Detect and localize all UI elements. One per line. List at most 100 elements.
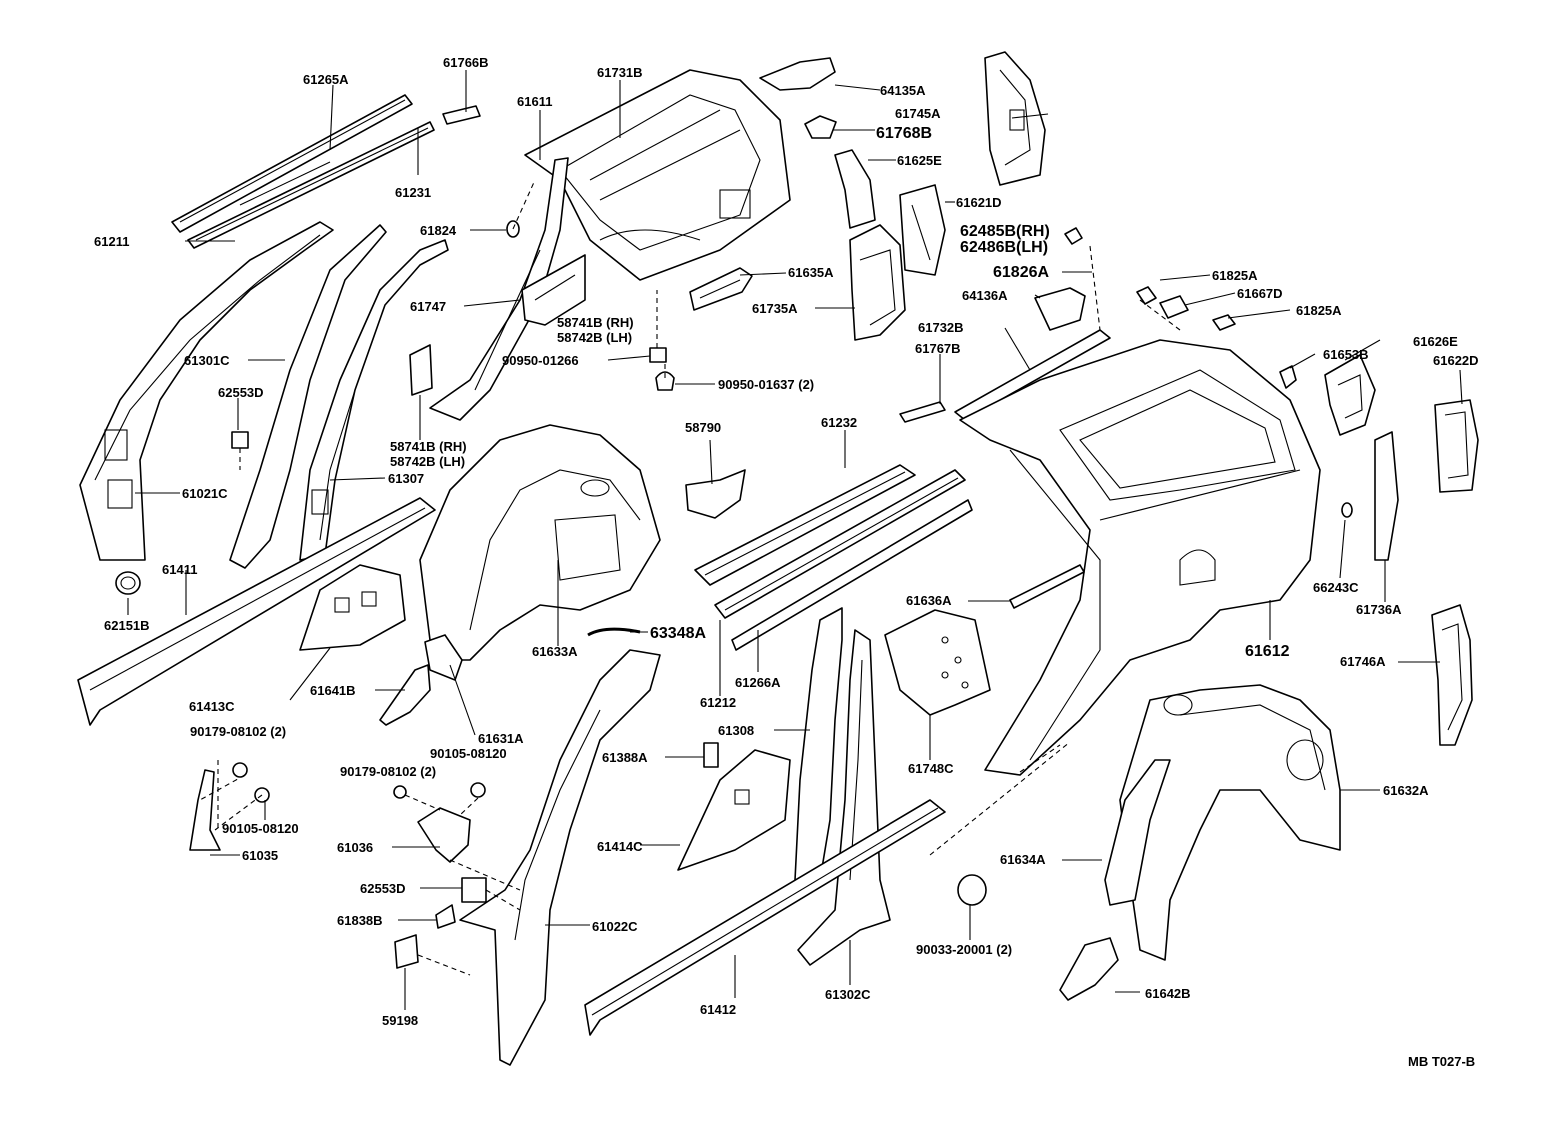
label-61747: 61747: [410, 299, 446, 314]
label-61766b: 61766B: [443, 55, 489, 70]
label-59198: 59198: [382, 1013, 418, 1028]
part-61667d-block: [1159, 295, 1189, 319]
part-labels: 61265A 61766B 61731B 61611 64135A 61745A…: [94, 55, 1479, 1069]
part-61735a-quarter-panel-extension: [849, 224, 906, 341]
part-64136a-bracket: [1034, 287, 1086, 331]
part-61632a-wheelhouse-outer: [1119, 684, 1341, 961]
part-66243c-plug: [1341, 502, 1353, 518]
label-62553d-2: 62553D: [360, 881, 406, 896]
label-61731b: 61731B: [597, 65, 643, 80]
label-63348a: 63348A: [650, 625, 706, 642]
label-61768b: 61768B: [876, 125, 932, 142]
part-61302c-center-pillar-outer: [797, 629, 891, 966]
label-62151b: 62151B: [104, 618, 150, 633]
label-61732b: 61732B: [918, 320, 964, 335]
part-61747-panel: [521, 254, 586, 326]
label-61824: 61824: [420, 223, 457, 238]
part-62553d-block-upper: [231, 431, 249, 449]
label-61211: 61211: [94, 234, 129, 249]
label-61022c: 61022C: [592, 919, 638, 934]
label-62486b: 62486B(LH): [960, 239, 1048, 256]
part-62151b-plug: [115, 571, 141, 595]
part-61745a-quarter-pillar: [984, 51, 1046, 186]
label-62485b: 62485B(RH): [960, 223, 1050, 240]
part-61232-rail: [694, 464, 916, 586]
label-61633a: 61633A: [532, 644, 578, 659]
leader-lines: [127, 70, 1463, 1010]
label-61021c: 61021C: [182, 486, 228, 501]
label-61411: 61411: [162, 562, 197, 577]
part-61635a-extension: [689, 267, 753, 311]
part-61736a-panel: [1374, 431, 1399, 561]
part-61825a-pad-2: [1212, 314, 1236, 331]
label-61735a: 61735A: [752, 301, 798, 316]
part-61266a-rail: [731, 499, 973, 651]
part-90105-08120-bolt-b: [470, 782, 486, 798]
label-61625e: 61625E: [897, 153, 942, 168]
part-62553d-block-lower: [461, 877, 487, 903]
label-61036: 61036: [337, 840, 373, 855]
label-61825a-2: 61825A: [1296, 303, 1342, 318]
label-61767b: 61767B: [915, 341, 961, 356]
label-90105-08120-b: 90105-08120: [222, 821, 299, 836]
part-61625e-panel: [834, 149, 876, 229]
part-61301c-front-pillar: [79, 221, 334, 561]
label-61825a-1: 61825A: [1212, 268, 1258, 283]
part-58741b-trim: [409, 344, 433, 396]
part-61412-rocker-outer: [584, 799, 946, 1036]
label-58741b-top: 58741B (RH): [557, 315, 634, 330]
part-61634a-wheelhouse-inner: [1104, 759, 1171, 906]
assembly-dashed-lines: [199, 179, 1181, 976]
part-64135a-bracket: [759, 57, 836, 91]
label-61626e: 61626E: [1413, 334, 1458, 349]
label-61413c: 61413C: [189, 699, 235, 714]
part-61411-rocker-panel: [77, 497, 436, 726]
label-61636a: 61636A: [906, 593, 952, 608]
label-58742b-mid: 58742B (LH): [390, 454, 465, 469]
part-61748c-bracket: [884, 609, 991, 716]
label-90179-08102-a: 90179-08102 (2): [190, 724, 286, 739]
label-61301c: 61301C: [184, 353, 230, 368]
label-64136a: 64136A: [962, 288, 1008, 303]
label-61826a: 61826A: [993, 264, 1049, 281]
label-90950-01266: 90950-01266: [502, 353, 579, 368]
part-61413c-panel: [299, 564, 406, 651]
label-90105-08120-a: 90105-08120: [430, 746, 507, 761]
part-61825a-pad-1: [1136, 286, 1157, 305]
label-61622d: 61622D: [1433, 353, 1479, 368]
label-61838b: 61838B: [337, 913, 383, 928]
label-61414c: 61414C: [597, 839, 643, 854]
label-58790: 58790: [685, 420, 721, 435]
part-58790-bracket: [685, 469, 746, 519]
part-61621d-panel: [899, 184, 946, 276]
label-61748c: 61748C: [908, 761, 954, 776]
label-90179-08102-b: 90179-08102 (2): [340, 764, 436, 779]
part-61308-center-pillar-inner: [794, 607, 843, 881]
label-61635a: 61635A: [788, 265, 834, 280]
label-61667d: 61667D: [1237, 286, 1283, 301]
label-90033-20001: 90033-20001 (2): [916, 942, 1012, 957]
label-61035: 61035: [242, 848, 278, 863]
label-62553d-1: 62553D: [218, 385, 264, 400]
label-61745a: 61745A: [895, 106, 941, 121]
label-61621d: 61621D: [956, 195, 1002, 210]
part-61731b-quarter-inner-panel: [524, 69, 791, 281]
label-58742b-top: 58742B (LH): [557, 330, 632, 345]
part-61768b-bracket: [804, 115, 837, 139]
part-90179-08102-nut-b: [393, 785, 407, 799]
label-61265a: 61265A: [303, 72, 349, 87]
label-61634a: 61634A: [1000, 852, 1046, 867]
part-61388a-pad: [703, 742, 719, 768]
part-61732b-rail: [954, 329, 1111, 421]
label-61412: 61412: [700, 1002, 736, 1017]
part-61612-quarter-outer-panel: [959, 339, 1321, 776]
part-59198-pad: [394, 934, 419, 969]
part-61036-hinge: [417, 807, 471, 863]
label-61388a: 61388A: [602, 750, 648, 765]
label-61231: 61231: [395, 185, 431, 200]
part-61633a-wheelhouse: [419, 424, 661, 661]
label-61642b: 61642B: [1145, 986, 1191, 1001]
part-61414c-panel: [677, 749, 791, 871]
label-61631a: 61631A: [478, 731, 524, 746]
